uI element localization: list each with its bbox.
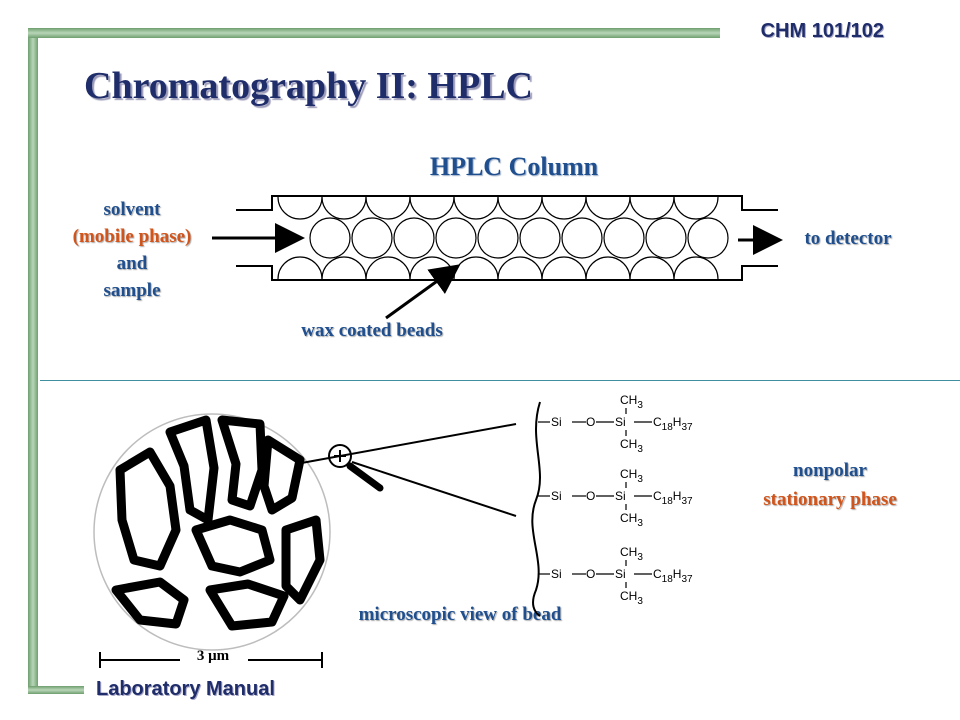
bead-surface-curve — [531, 401, 541, 617]
scale-label: 3 μm — [196, 648, 230, 664]
solvent-line-3: and — [116, 253, 148, 274]
column-beads — [277, 196, 729, 280]
silane-row-3: Si O Si CH3 CH3 C18H37 — [551, 545, 693, 607]
o-text: O — [586, 489, 595, 503]
page-title: Chromatography II: HPLC — [84, 65, 533, 107]
si-text: Si — [615, 567, 626, 581]
zoom-line-bottom — [351, 461, 517, 517]
ch3-text: CH3 — [620, 589, 643, 607]
si-text: Si — [615, 489, 626, 503]
si-text: Si — [551, 415, 562, 429]
solvent-line-2: (mobile phase) — [72, 226, 192, 247]
bead-view-label: microscopic view of bead — [358, 604, 562, 625]
zoom-line-top — [295, 423, 517, 465]
course-code: CHM 101/102 — [760, 20, 884, 42]
c18h37-text: C18H37 — [653, 415, 693, 433]
silane-row-2: Si O Si CH3 CH3 C18H37 — [551, 467, 693, 529]
detector-label: to detector — [804, 228, 892, 249]
o-text: O — [586, 567, 595, 581]
hplc-column — [236, 195, 778, 281]
magnifier-icon — [328, 444, 384, 492]
beads-pointer-arrow — [385, 264, 461, 320]
ch3-text: CH3 — [620, 437, 643, 455]
scale-bar — [99, 652, 323, 668]
footer-text: Laboratory Manual — [96, 678, 275, 700]
frame-left-bar — [28, 28, 38, 690]
beads-label: wax coated beads — [301, 320, 443, 341]
bead-cross-section — [93, 413, 331, 651]
solvent-line-1: solvent — [103, 199, 161, 220]
si-text: Si — [551, 567, 562, 581]
ch3-text: CH3 — [620, 393, 643, 411]
phase-line-1: nonpolar — [793, 460, 867, 481]
section-divider — [40, 380, 960, 381]
ch3-text: CH3 — [620, 511, 643, 529]
silane-rows — [538, 408, 652, 588]
si-text: Si — [615, 415, 626, 429]
c18h37-text: C18H37 — [653, 567, 693, 585]
ch3-text: CH3 — [620, 545, 643, 563]
o-text: O — [586, 415, 595, 429]
c18h37-text: C18H37 — [653, 489, 693, 507]
si-text: Si — [551, 489, 562, 503]
frame-bottom-bar — [28, 686, 84, 694]
solvent-line-4: sample — [103, 280, 161, 301]
column-title: HPLC Column — [429, 152, 599, 181]
solvent-label: solvent (mobile phase) and sample — [44, 196, 220, 304]
silane-row-1: Si O Si CH3 CH3 C18H37 — [551, 393, 693, 455]
ch3-text: CH3 — [620, 467, 643, 485]
stationary-phase-label: nonpolar stationary phase — [730, 456, 930, 514]
frame-top-bar — [28, 28, 720, 38]
phase-line-2: stationary phase — [763, 489, 897, 510]
